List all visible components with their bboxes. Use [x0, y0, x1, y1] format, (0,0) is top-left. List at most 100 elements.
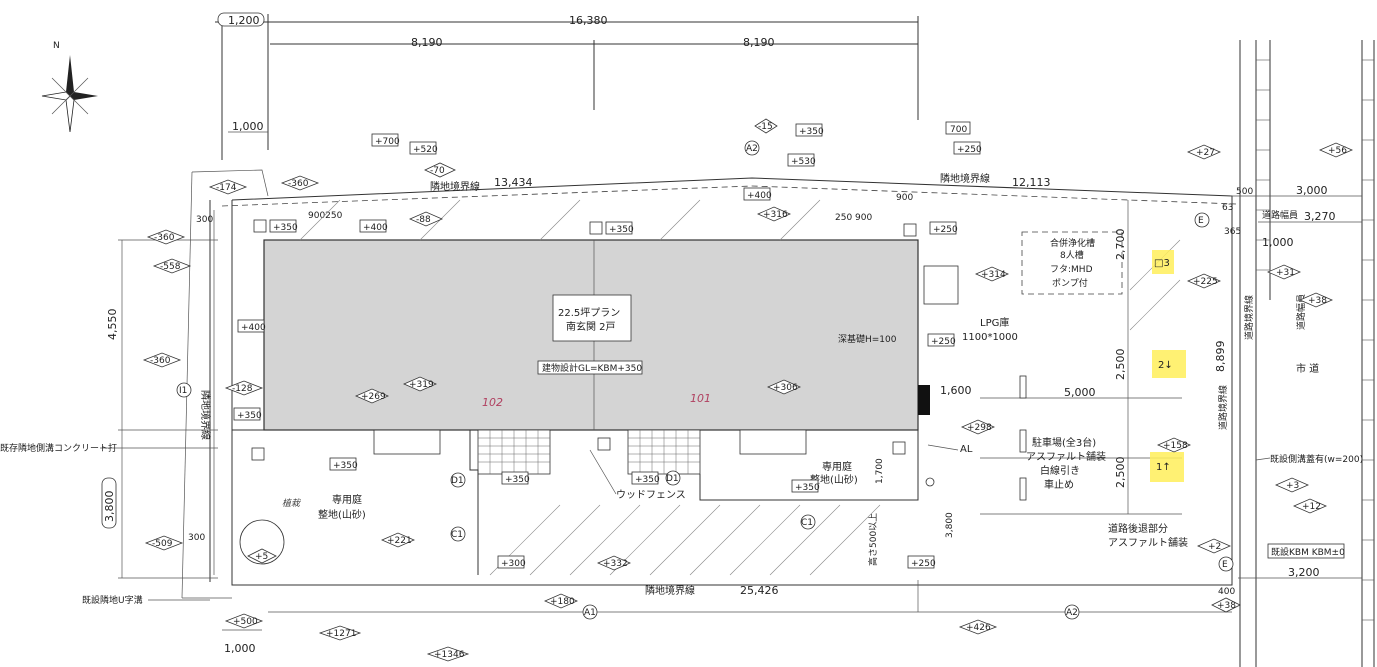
level-marker: +350 [329, 457, 358, 471]
mark-e1: E [1198, 216, 1204, 226]
dim-road-365: 365 [1224, 227, 1241, 237]
level-marker: +350 [605, 221, 634, 235]
dim-north-13434: 13,434 [494, 176, 533, 189]
mark-a2b: A2 [746, 144, 758, 154]
level-marker: +250 [929, 221, 958, 235]
level-marker: +1271 [318, 625, 362, 641]
road-width-label-2: 道路幅員 [1295, 294, 1307, 330]
parking-1: 駐車場(全3台) [1032, 436, 1096, 449]
level-marker: +530 [787, 153, 816, 167]
building-sub: 南玄関 2戸 [566, 320, 616, 333]
level-marker: +221 [381, 532, 415, 548]
svg-text:+400: +400 [363, 223, 388, 233]
kbm-label: 既設KBM KBM±0 [1271, 546, 1345, 558]
parking-4: 車止め [1044, 478, 1074, 491]
level-marker: +700 [371, 133, 400, 147]
level-marker: -15 [754, 118, 778, 134]
level-markers: -15 +350 +700 +520 -70 -174 -360 +530 [142, 118, 1353, 662]
dim-wall-300-bottom: 300 [188, 533, 205, 543]
svg-text:+350: +350 [799, 127, 824, 137]
level-marker: -360 [146, 229, 186, 245]
svg-text:+350: +350 [273, 223, 298, 233]
dim-notch-900-v: 900 [896, 193, 913, 203]
svg-text:+269: +269 [361, 392, 386, 402]
level-marker: -128 [224, 380, 264, 396]
handwritten-2: 1↑ [1156, 462, 1171, 473]
level-marker: +350 [501, 471, 530, 485]
septic-1: 合併浄化槽 [1050, 237, 1095, 249]
level-marker: +400 [743, 187, 772, 201]
road-asphalt-2: アスファルト舗装 [1108, 536, 1188, 549]
al-label: AL [960, 444, 973, 455]
svg-text:+5: +5 [255, 552, 268, 562]
parking-3: 白線引き [1040, 464, 1080, 477]
level-marker: +350 [791, 479, 820, 493]
level-marker: +298 [961, 419, 995, 435]
level-marker: -174 [208, 179, 248, 195]
svg-text:+350: +350 [333, 461, 358, 471]
svg-text:+3: +3 [1286, 481, 1299, 491]
level-marker: +400 [237, 319, 266, 333]
parking-2: アスファルト舗装 [1026, 450, 1106, 463]
level-marker: -509 [144, 535, 184, 551]
septic-2: 8人槽 [1060, 249, 1084, 261]
svg-text:-15: -15 [758, 122, 773, 132]
road-width-label: 道路幅員 [1262, 209, 1298, 221]
level-marker: +400 [359, 219, 388, 233]
south-dimensions: A1 A2 A2 1,000 [222, 140, 1232, 655]
svg-text:+158: +158 [1163, 441, 1188, 451]
svg-text:+350: +350 [795, 483, 820, 493]
level-marker: +31 [1267, 264, 1301, 280]
svg-text:-558: -558 [160, 262, 181, 272]
east-height-note: 高さ500以上 [867, 513, 879, 566]
level-marker: +56 [1319, 142, 1353, 158]
svg-text:+1346: +1346 [434, 650, 465, 660]
level-marker: +314 [975, 266, 1009, 282]
boundary-west-label: 隣地境界線 [199, 390, 212, 440]
svg-text:+350: +350 [237, 411, 262, 421]
boundary-north-label-2: 隣地境界線 [940, 172, 990, 185]
dim-east-1700: 1,700 [875, 458, 885, 484]
svg-text:+250: +250 [957, 145, 982, 155]
level-marker: -558 [152, 258, 192, 274]
north-arrow: N [41, 41, 98, 133]
dim-road-1000: 1,000 [1262, 236, 1294, 249]
dim-parking-2500b: 2,500 [1114, 457, 1127, 489]
dim-east-3800: 3,800 [945, 512, 955, 538]
level-marker: +225 [1187, 273, 1221, 289]
handwritten-3: □3 [1154, 258, 1170, 269]
handwritten-1: 2↓ [1158, 360, 1173, 371]
svg-text:+2: +2 [1208, 542, 1221, 552]
svg-text:+12: +12 [1302, 502, 1321, 512]
svg-text:+250: +250 [933, 225, 958, 235]
svg-text:+250: +250 [931, 337, 956, 347]
boundary-east-label: 道路境界線 [1217, 385, 1229, 430]
boundary-south-label: 隣地境界線 [645, 584, 695, 597]
building-gl: 建物設計GL=KBM+350 [542, 362, 642, 374]
dim-left-1000-bottom: 1,000 [224, 642, 256, 655]
dim-height-4550: 4,550 [106, 309, 119, 341]
svg-text:-174: -174 [216, 183, 237, 193]
gardens: 専用庭 整地(山砂) 専用庭 整地(山砂) ウッドフェンス 植栽 D1 D1 C… [232, 199, 1181, 576]
dim-notch-900-250: 900250 [308, 211, 343, 221]
dim-road-3000: 3,000 [1296, 184, 1328, 197]
mark-d1a: D1 [451, 476, 464, 486]
decks [251, 219, 917, 475]
svg-text:+400: +400 [241, 323, 266, 333]
svg-text:+520: +520 [413, 145, 438, 155]
dim-parking-5000: 5,000 [1064, 386, 1096, 399]
dim-parking-2500a: 2,500 [1114, 349, 1127, 381]
garden-right-2: 整地(山砂) [810, 473, 858, 486]
svg-text:+350: +350 [635, 475, 660, 485]
wood-fence: ウッドフェンス [616, 489, 686, 501]
dim-parking-1600: 1,600 [940, 384, 972, 397]
svg-text:+38: +38 [1217, 601, 1236, 611]
building-title: 22.5坪プラン [558, 306, 620, 319]
svg-text:-360: -360 [288, 179, 309, 189]
level-marker: -360 [142, 352, 182, 368]
svg-text:+27: +27 [1196, 148, 1215, 158]
level-marker: +180 [544, 593, 578, 609]
septic-3: フタ:MHD [1050, 264, 1093, 275]
svg-text:+350: +350 [505, 475, 530, 485]
